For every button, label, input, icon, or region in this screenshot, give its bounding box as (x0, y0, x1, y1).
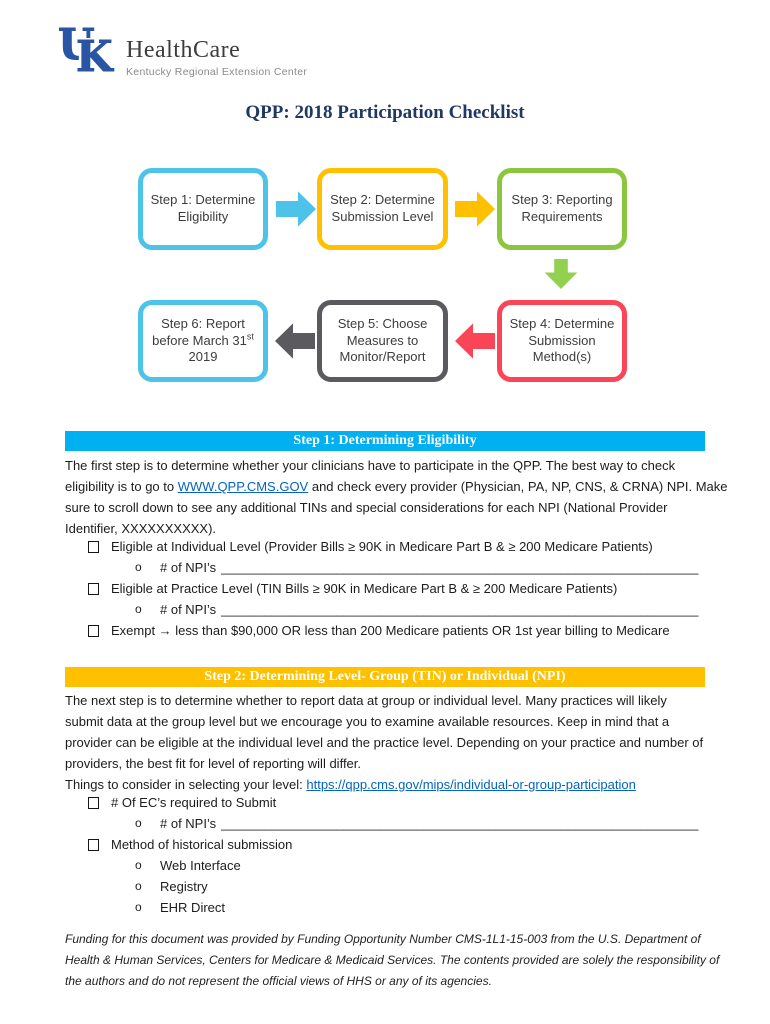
checklist-item-label: Eligible at Practice Level (TIN Bills ≥ … (111, 581, 618, 596)
paragraph-text: eligibility is to go to (65, 479, 178, 494)
submission-option: o EHR Direct (135, 897, 707, 918)
funding-disclaimer: Funding for this document was provided b… (65, 929, 719, 992)
npi-count-row: o # of NPI’s ___________________________… (135, 813, 707, 834)
submission-option: o Registry (135, 876, 707, 897)
page-title: QPP: 2018 Participation Checklist (245, 102, 525, 123)
blank-line: ________________________________________… (221, 816, 699, 831)
brand-subtitle: Kentucky Regional Extension Center (126, 66, 308, 78)
qpp-cms-gov-link[interactable]: WWW.QPP.CMS.GOV (177, 479, 309, 494)
arrow-left-icon (455, 323, 495, 359)
uk-logo-letter-u: U (58, 20, 96, 70)
section-2-header: Step 2: Determining Level- Group (TIN) o… (65, 667, 705, 687)
submission-option-label: EHR Direct (160, 900, 226, 915)
npi-count-label: # of NPI’s (160, 602, 217, 617)
blank-line: ________________________________________… (221, 602, 699, 617)
paragraph-line: eligibility is to go to WWW.QPP.CMS.GOV … (65, 476, 728, 497)
circle-bullet-icon: o (135, 879, 142, 893)
blank-line: ________________________________________… (221, 560, 699, 575)
paragraph-line: sure to scroll down to see any additiona… (65, 500, 668, 515)
step-6-label: Step 6: Report before March 31 (152, 316, 247, 348)
circle-bullet-icon: o (135, 858, 142, 872)
disclaimer-line: the authors and do not represent the off… (65, 974, 492, 988)
step-2-box: Step 2: Determine Submission Level (317, 168, 448, 250)
npi-count-label: # of NPI’s (160, 560, 217, 575)
checklist-item: Exempt → less than $90,000 OR less than … (88, 620, 707, 641)
step-6-year: 2019 (188, 349, 218, 365)
paragraph-text: and check every provider (Physician, PA,… (308, 479, 728, 494)
checklist-item: Eligible at Practice Level (TIN Bills ≥ … (88, 578, 707, 599)
checklist-item: Method of historical submission (88, 834, 707, 855)
brand-name: HealthCare (126, 37, 241, 63)
checkbox-icon (88, 839, 99, 851)
arrow-left-icon (275, 323, 315, 359)
step-4-box: Step 4: Determine Submission Method(s) (497, 300, 627, 382)
npi-count-row: o # of NPI’s ___________________________… (135, 599, 707, 620)
paragraph-line: Things to consider in selecting your lev… (65, 774, 703, 795)
step-6-superscript: st (246, 331, 254, 342)
checklist-item: Eligible at Individual Level (Provider B… (88, 536, 707, 557)
submission-option-label: Web Interface (160, 858, 241, 873)
uk-logo-letter-k: K (76, 32, 114, 82)
circle-bullet-icon: o (135, 900, 142, 914)
section-2-checklist: # Of EC’s required to Submit o # of NPI’… (88, 792, 707, 918)
disclaimer-line: Funding for this document was provided b… (65, 932, 701, 946)
section-1-header: Step 1: Determining Eligibility (65, 431, 705, 451)
arrow-down-icon (544, 259, 578, 289)
step-1-box: Step 1: Determine Eligibility (138, 168, 268, 250)
checkbox-icon (88, 797, 99, 809)
disclaimer-line: Health & Human Services, Centers for Med… (65, 953, 720, 967)
step-5-box: Step 5: Choose Measures to Monitor/Repor… (317, 300, 448, 382)
paragraph-line: The first step is to determine whether y… (65, 458, 676, 473)
paragraph-line: submit data at the group level but we en… (65, 714, 670, 729)
checkbox-icon (88, 583, 99, 595)
checklist-item-label: # Of EC’s required to Submit (111, 795, 277, 810)
paragraph-line: Identifier, XXXXXXXXXX). (65, 521, 217, 536)
group-participation-link[interactable]: https://qpp.cms.gov/mips/individual-or-g… (306, 777, 636, 792)
section-2-paragraph: The next step is to determine whether to… (65, 690, 703, 795)
submission-option-label: Registry (160, 879, 208, 894)
paragraph-line: provider can be eligible at the individu… (65, 735, 704, 750)
paragraph-text: Things to consider in selecting your lev… (65, 777, 307, 792)
circle-bullet-icon: o (135, 816, 142, 830)
circle-bullet-icon: o (135, 560, 142, 574)
checklist-item-label: Eligible at Individual Level (Provider B… (111, 539, 653, 554)
uk-logo-icon: U K (58, 20, 116, 82)
npi-count-label: # of NPI’s (160, 816, 217, 831)
npi-count-row: o # of NPI’s ___________________________… (135, 557, 707, 578)
checkbox-icon (88, 541, 99, 553)
arrow-right-icon (276, 191, 316, 227)
circle-bullet-icon: o (135, 602, 142, 616)
checklist-item-label: Method of historical submission (111, 837, 293, 852)
checklist-item-label: Exempt → less than $90,000 OR less than … (111, 623, 670, 638)
paragraph-line: The next step is to determine whether to… (65, 693, 667, 708)
checkbox-icon (88, 625, 99, 637)
paragraph-line: providers, the best fit for level of rep… (65, 756, 362, 771)
step-3-box: Step 3: Reporting Requirements (497, 168, 627, 250)
section-1-paragraph: The first step is to determine whether y… (65, 455, 728, 539)
step-6-box: Step 6: Report before March 31st 2019 (138, 300, 268, 382)
arrow-right-icon (455, 191, 495, 227)
submission-option: o Web Interface (135, 855, 707, 876)
section-1-checklist: Eligible at Individual Level (Provider B… (88, 536, 707, 641)
checklist-item: # Of EC’s required to Submit (88, 792, 707, 813)
uk-healthcare-logo: U K HealthCare Kentucky Regional Extensi… (58, 20, 308, 82)
